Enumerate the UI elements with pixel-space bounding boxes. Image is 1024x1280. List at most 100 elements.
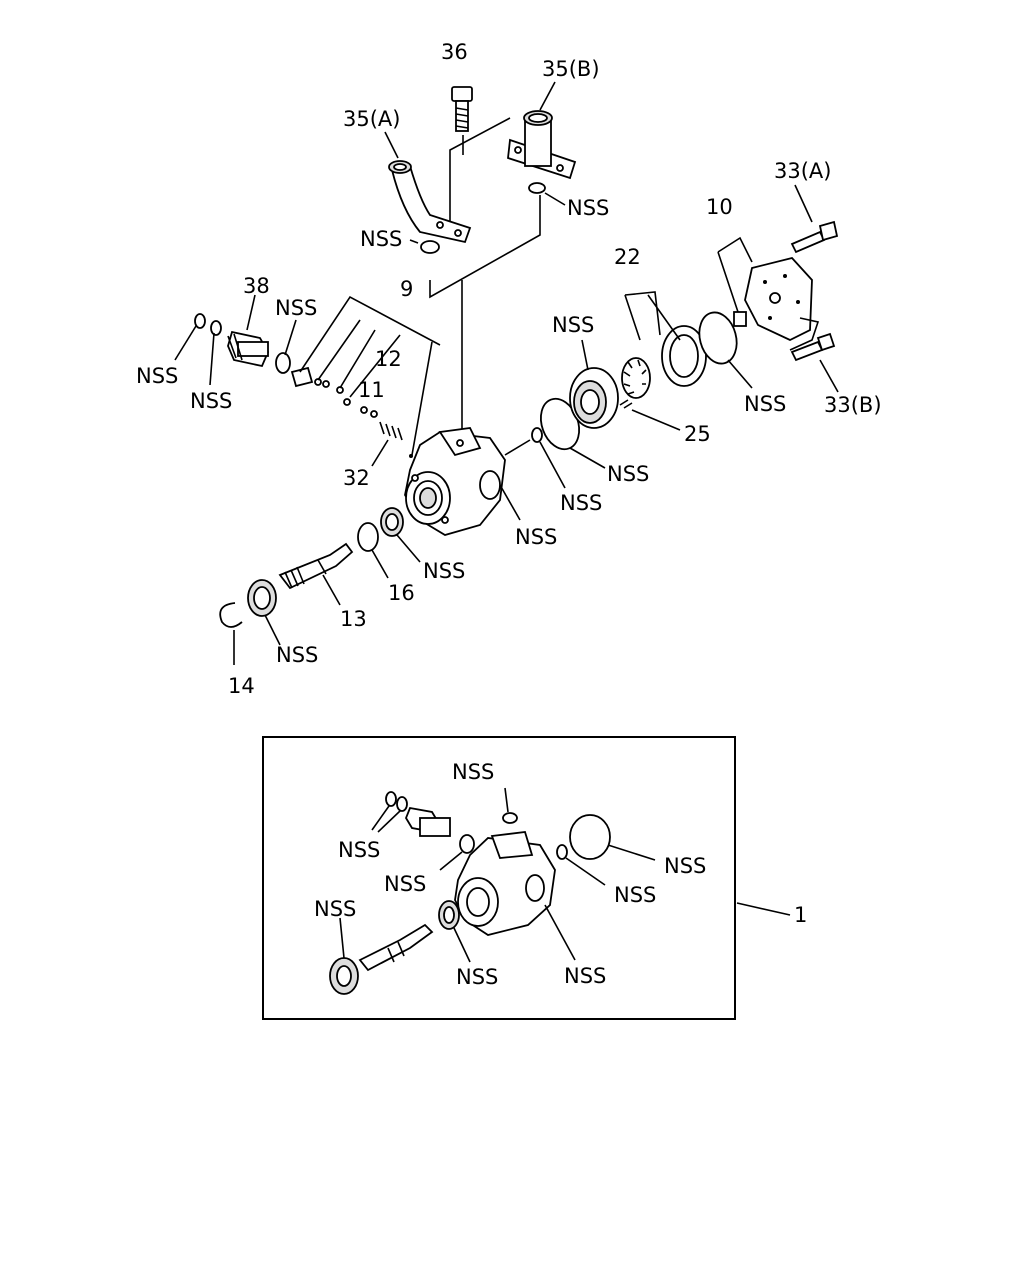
shaft-13 — [278, 542, 354, 590]
callout-38: 38 — [243, 274, 270, 298]
kit-callout-nss-bearing: NSS — [314, 897, 356, 921]
leader-body-ring — [504, 439, 531, 456]
oring-valve — [275, 352, 291, 374]
bracket-pipes — [449, 117, 511, 225]
kit-callout-nss-orings: NSS — [338, 838, 380, 862]
kit-callout-nss-seal: NSS — [456, 965, 498, 989]
leader-nss-left1 — [174, 325, 197, 361]
kit-callout-nss-fitting: NSS — [384, 872, 426, 896]
pin-25 — [619, 399, 633, 409]
side-plate — [569, 367, 619, 429]
kit-leader-top — [504, 787, 509, 813]
pipe-35b — [507, 110, 577, 180]
oring-cam — [698, 311, 738, 365]
kit-callout-nss-body: NSS — [564, 964, 606, 988]
kit-leader-fitting — [439, 851, 463, 871]
ring-11a — [360, 406, 368, 414]
ball-12 — [343, 398, 351, 406]
pipe-35a — [388, 160, 472, 244]
pump-body — [404, 427, 506, 536]
callout-nss-mid: NSS — [560, 491, 602, 515]
bolt-33b — [790, 332, 836, 362]
bracket-22 — [624, 291, 681, 341]
ring-11b — [370, 410, 378, 418]
kit-leader-smallring — [565, 857, 606, 886]
callout-nss-ring: NSS — [607, 462, 649, 486]
callout-33a: 33(A) — [774, 159, 831, 183]
kit-leader-body — [544, 904, 576, 961]
callout-9: 9 — [400, 277, 413, 301]
oring-35a — [420, 240, 440, 254]
snap-ring-14 — [219, 602, 243, 628]
callout-36: 36 — [441, 40, 468, 64]
leader-16 — [371, 549, 389, 579]
leader-nss-ring-small — [539, 441, 566, 489]
kit-callout-nss-smallring: NSS — [614, 883, 656, 907]
leader-valve-group — [299, 295, 441, 456]
kit-oring-small — [556, 844, 568, 860]
leader-nss-bearing — [264, 614, 281, 646]
callout-16: 16 — [388, 581, 415, 605]
leader-32 — [371, 439, 389, 467]
leader-nss-ring-large — [569, 447, 606, 469]
callout-12: 12 — [375, 347, 402, 371]
kit-oring-top — [502, 812, 518, 824]
callout-32: 32 — [343, 466, 370, 490]
bracket-33b — [789, 317, 820, 351]
rear-cover — [744, 256, 813, 341]
leader-nss-35b — [544, 192, 566, 206]
leader-35a — [384, 131, 399, 159]
pin — [409, 454, 413, 458]
oring-left2 — [210, 320, 222, 336]
kit-body — [454, 831, 556, 936]
kit-oring-1 — [385, 791, 397, 807]
callout-nss-bearing: NSS — [276, 643, 318, 667]
callout-nss-35b: NSS — [567, 196, 609, 220]
leader-38 — [246, 294, 256, 331]
valve-spool — [290, 366, 344, 394]
oring-left1 — [194, 313, 206, 329]
kit-leader-bearing — [339, 917, 345, 959]
leader-nss-left2 — [209, 332, 215, 386]
callout-35a: 35(A) — [343, 107, 400, 131]
callout-35b: 35(B) — [542, 57, 600, 81]
leader-nss-cover — [727, 359, 753, 389]
leader-nss-top — [284, 319, 297, 356]
kit-label-1: 1 — [794, 903, 807, 927]
leader-nss-35a — [409, 239, 419, 244]
kit-shaft — [358, 923, 434, 972]
kit-oring-big — [569, 814, 611, 860]
leader-35b — [539, 81, 556, 111]
leader-25 — [631, 409, 681, 431]
callout-nss-body: NSS — [515, 525, 557, 549]
leader-13 — [322, 574, 341, 606]
bracket-10 — [717, 236, 753, 313]
leader-kit-1 — [736, 902, 791, 916]
kit-callout-nss-bigring: NSS — [664, 854, 706, 878]
bracket-35b — [429, 195, 541, 299]
kit-oring-2 — [396, 796, 408, 812]
kit-box — [262, 736, 736, 1020]
spring-32 — [379, 421, 403, 441]
kit-callout-nss-top: NSS — [452, 760, 494, 784]
bolt-33a — [790, 220, 839, 254]
kit-oring-fitting — [459, 834, 475, 854]
oring-35b — [528, 182, 546, 194]
callout-13: 13 — [340, 607, 367, 631]
callout-nss-cover: NSS — [744, 392, 786, 416]
washer-16 — [357, 522, 379, 552]
callout-33b: 33(B) — [824, 393, 882, 417]
leader-33b — [819, 359, 839, 393]
kit-leader-bigring — [607, 844, 656, 861]
kit-leader-orings — [371, 805, 401, 833]
rotor-22 — [621, 357, 651, 399]
cam-ring — [661, 325, 707, 387]
callout-14: 14 — [228, 674, 255, 698]
callout-25: 25 — [684, 422, 711, 446]
bolt-36 — [451, 86, 473, 132]
leader-nss-body — [499, 484, 521, 521]
oring-small — [531, 427, 543, 443]
callout-22: 22 — [614, 245, 641, 269]
